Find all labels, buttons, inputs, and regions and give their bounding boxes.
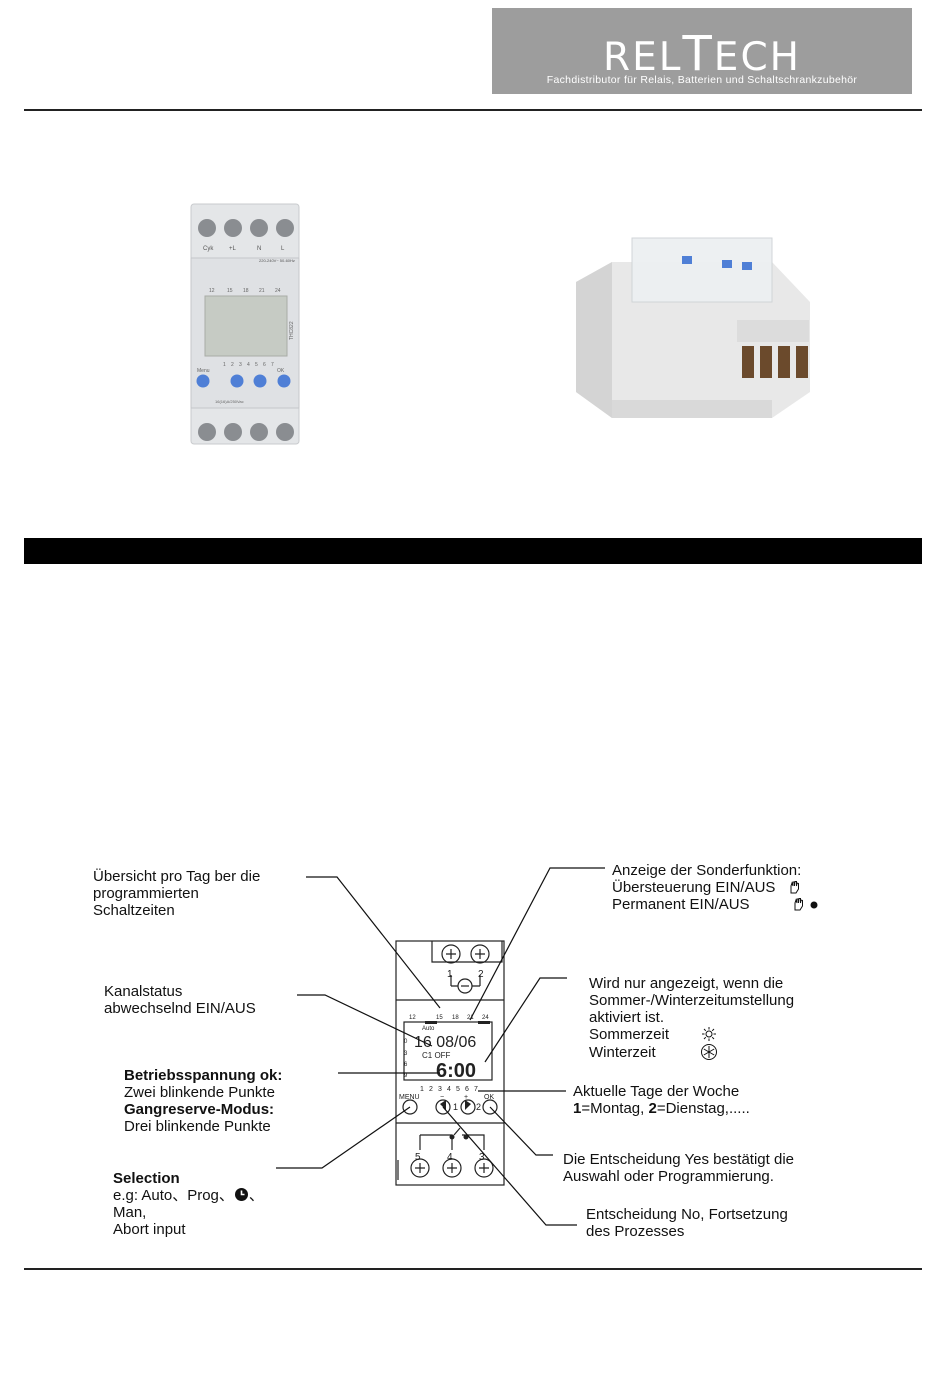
- svg-text:L: L: [281, 246, 285, 252]
- annotation-selection: Selection e.g: Auto、Prog、、 Man, Abort in…: [113, 1170, 264, 1238]
- svg-text:−: −: [440, 1094, 444, 1101]
- svg-text:C1 OFF: C1 OFF: [422, 1051, 451, 1060]
- svg-text:OK: OK: [484, 1094, 494, 1101]
- sun-icon: [702, 1027, 717, 1041]
- svg-text:5: 5: [415, 1152, 421, 1163]
- svg-text:5: 5: [255, 362, 258, 368]
- annotation-special-function: Anzeige der Sonderfunktion: Übersteuerun…: [612, 862, 824, 913]
- device-front-image: Cyk +L N L 220-240V~ 50-60Hz 12 15 18 21…: [190, 203, 300, 445]
- svg-text:6:00: 6:00: [436, 1060, 476, 1082]
- annotation-channel: Kanalstatus abwechselnd EIN/AUS: [104, 983, 256, 1017]
- section-header-band: [24, 538, 922, 564]
- svg-text:24: 24: [275, 288, 281, 294]
- svg-text:6: 6: [465, 1086, 469, 1093]
- svg-text:12: 12: [409, 1015, 416, 1021]
- device-side-image: [576, 237, 810, 418]
- annotation-no: Entscheidung No, Fortsetzung des Prozess…: [586, 1206, 788, 1240]
- annotation-dst: Wird nur angezeigt, wenn die Sommer-/Win…: [589, 975, 795, 1061]
- svg-text:1: 1: [420, 1086, 424, 1093]
- svg-text:1: 1: [453, 1102, 458, 1112]
- diagram-housing: [395, 940, 505, 1186]
- svg-text:0: 0: [404, 1039, 408, 1045]
- svg-text:5: 5: [456, 1086, 460, 1093]
- clock-icon: [234, 1188, 248, 1201]
- svg-text:16(16)A/250Vac: 16(16)A/250Vac: [215, 399, 244, 404]
- side-terminals: [742, 346, 808, 378]
- svg-text:Cyk: Cyk: [203, 246, 214, 252]
- header-rule: [24, 109, 922, 111]
- hand-dot-icon: [794, 898, 818, 911]
- device-buttons: [196, 374, 291, 388]
- svg-text:+L: +L: [229, 246, 237, 252]
- svg-text:3: 3: [404, 1051, 408, 1057]
- svg-text:N: N: [257, 246, 261, 252]
- svg-text:7: 7: [271, 362, 274, 368]
- annotation-yes: Die Entscheidung Yes bestätigt die Auswa…: [563, 1151, 794, 1185]
- hand-icon: [790, 881, 799, 894]
- top-screw-terminals: [198, 219, 294, 237]
- svg-text:6: 6: [404, 1062, 408, 1068]
- svg-text:16 08/06: 16 08/06: [414, 1034, 476, 1051]
- svg-text:3: 3: [438, 1086, 442, 1093]
- annotation-voltage: Betriebsspannung ok: Zwei blinkende Punk…: [124, 1067, 283, 1135]
- svg-text:24: 24: [482, 1015, 489, 1021]
- svg-text:4: 4: [447, 1152, 453, 1163]
- reltech-logo: RELTECH Fachdistributor für Relais, Batt…: [492, 8, 912, 94]
- svg-text:6: 6: [263, 362, 266, 368]
- footer-rule: [24, 1268, 922, 1270]
- svg-text:THC822: THC822: [289, 321, 295, 340]
- bottom-screw-terminals: [198, 423, 294, 441]
- svg-text:21: 21: [259, 288, 265, 294]
- svg-text:Menu: Menu: [197, 368, 210, 374]
- timer-diagram: 1 2 5 4 3 12 15 18 21 24 Auto 0 3 6 9 16…: [276, 867, 605, 1226]
- svg-text:1: 1: [447, 969, 453, 980]
- svg-text:2: 2: [476, 1102, 481, 1112]
- svg-text:2: 2: [429, 1086, 433, 1093]
- logo-tagline: Fachdistributor für Relais, Batterien un…: [546, 74, 858, 86]
- svg-text:OK: OK: [277, 368, 285, 374]
- svg-text:+: +: [464, 1094, 468, 1101]
- svg-text:MENU: MENU: [399, 1094, 420, 1101]
- svg-text:12: 12: [209, 288, 215, 294]
- svg-text:3: 3: [479, 1152, 485, 1163]
- svg-text:9: 9: [404, 1073, 408, 1079]
- svg-text:2: 2: [231, 362, 234, 368]
- svg-text:4: 4: [247, 362, 250, 368]
- svg-text:3: 3: [239, 362, 242, 368]
- device-lcd: [204, 295, 288, 357]
- svg-text:7: 7: [474, 1086, 478, 1093]
- logo-name: RELTECH: [603, 26, 801, 82]
- svg-text:15: 15: [227, 288, 233, 294]
- annotation-overview: Übersicht pro Tag ber die programmierten…: [93, 868, 261, 919]
- svg-text:18: 18: [452, 1015, 459, 1021]
- svg-text:220-240V~ 50-60Hz: 220-240V~ 50-60Hz: [259, 258, 295, 263]
- svg-text:2: 2: [478, 969, 484, 980]
- winter-icon: [700, 1044, 717, 1060]
- svg-text:4: 4: [447, 1086, 451, 1093]
- annotation-weekday: Aktuelle Tage der Woche 1=Montag, 2=Dien…: [573, 1083, 750, 1117]
- svg-text:Auto: Auto: [422, 1026, 435, 1032]
- svg-text:18: 18: [243, 288, 249, 294]
- svg-text:1: 1: [223, 362, 226, 368]
- svg-text:15: 15: [436, 1015, 443, 1021]
